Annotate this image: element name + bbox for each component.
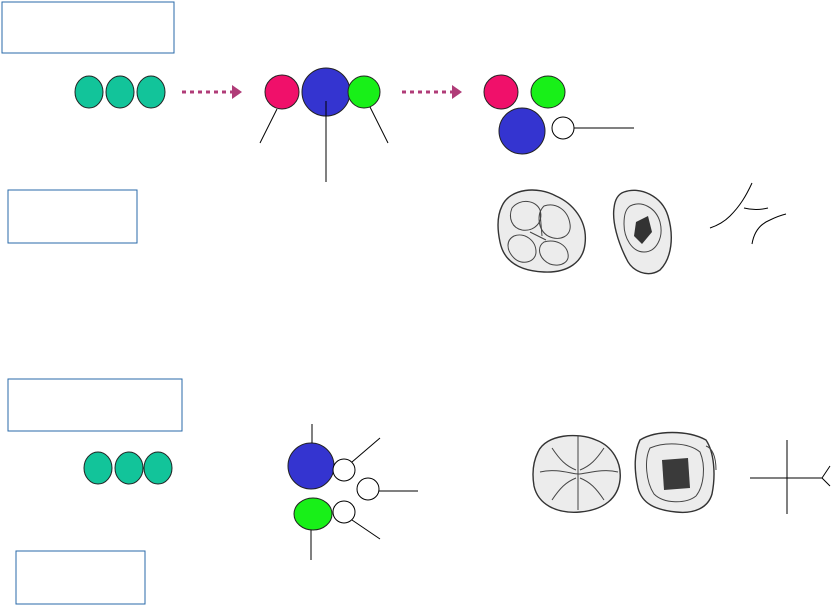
four-cusp-triangle xyxy=(483,74,634,155)
dotted-arrow-icon xyxy=(402,85,462,99)
blue-cusp-circle-icon xyxy=(498,107,546,155)
lower-worn-crown-tooth-illustration-icon xyxy=(634,431,717,514)
small-cusp-circle-icon xyxy=(551,116,575,140)
leader-line xyxy=(259,108,278,144)
leader-line xyxy=(369,106,389,144)
magenta-cusp-circle-icon xyxy=(483,74,519,110)
two-cusp-column xyxy=(287,424,418,560)
magenta-cusp-circle-icon xyxy=(264,74,300,110)
lower-cross-pattern-sketch-icon xyxy=(750,440,831,514)
blue-cusp-circle-icon xyxy=(287,442,335,490)
leader-line xyxy=(351,437,381,463)
teal-cusp-circle-icon xyxy=(143,451,173,485)
four-cusp-line xyxy=(259,67,389,182)
upper-teal-cusp-cluster xyxy=(74,75,166,109)
teal-cusp-circle-icon xyxy=(136,75,166,109)
green-cusp-circle-icon xyxy=(347,75,381,109)
teal-cusp-circle-icon xyxy=(105,75,135,109)
upper-middle-label-box xyxy=(7,189,138,244)
lower-bilophodont-crown-tooth-illustration-icon xyxy=(532,434,621,513)
lower-teal-cusp-cluster xyxy=(83,451,173,485)
lower-label-box xyxy=(7,378,183,432)
green-cusp-circle-icon xyxy=(293,497,333,531)
small-cusp-circle-icon xyxy=(332,500,356,524)
teal-cusp-circle-icon xyxy=(83,451,113,485)
top-label-box xyxy=(1,1,175,54)
leader-line xyxy=(351,519,381,540)
bottom-label-box xyxy=(15,550,146,605)
upper-worn-crown-tooth-illustration-icon xyxy=(612,189,672,275)
small-cusp-circle-icon xyxy=(356,477,380,501)
upper-crown-occlusal-tooth-illustration-icon xyxy=(497,189,587,273)
teal-cusp-circle-icon xyxy=(74,75,104,109)
dotted-arrow-icon xyxy=(182,85,242,99)
green-cusp-circle-icon xyxy=(530,75,566,109)
teal-cusp-circle-icon xyxy=(114,451,144,485)
small-cusp-circle-icon xyxy=(332,458,356,482)
upper-cusp-pattern-sketch-icon xyxy=(709,182,787,245)
